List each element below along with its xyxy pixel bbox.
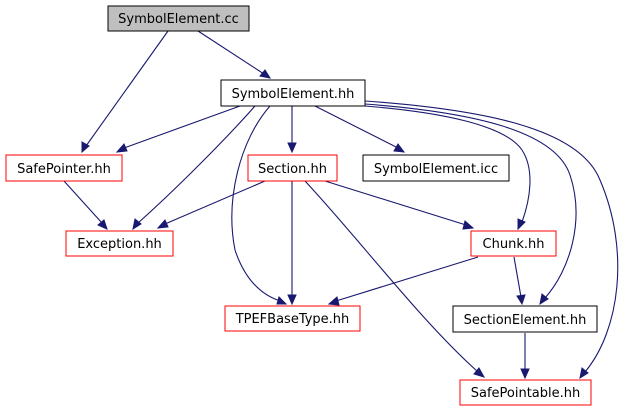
node-tpefbasetype-hh[interactable]: TPEFBaseType.hh bbox=[224, 305, 361, 332]
edge-section-hh-to-safepointable-hh bbox=[304, 180, 486, 378]
node-symbolelement-icc[interactable]: SymbolElement.icc bbox=[362, 154, 510, 182]
edge-symbolelement-hh-to-sectionelement-hh bbox=[364, 103, 577, 306]
edge-section-hh-to-exception-hh bbox=[156, 180, 266, 229]
edge-section-hh-to-chunk-hh bbox=[324, 180, 475, 230]
node-label: SymbolElement.hh bbox=[232, 87, 355, 102]
node-symbolelement-hh[interactable]: SymbolElement.hh bbox=[220, 79, 366, 107]
edge-symbolelement-hh-to-safepointable-hh bbox=[364, 100, 619, 380]
node-label: Chunk.hh bbox=[483, 237, 545, 252]
node-symbolelement-cc[interactable]: SymbolElement.cc bbox=[107, 5, 250, 32]
node-chunk-hh[interactable]: Chunk.hh bbox=[470, 230, 557, 257]
edge-chunk-hh-to-sectionelement-hh bbox=[513, 256, 526, 306]
edge-symbolelement-cc-to-safepointer-hh bbox=[81, 30, 169, 154]
node-sectionelement-hh[interactable]: SectionElement.hh bbox=[452, 305, 598, 333]
node-label: SafePointer.hh bbox=[17, 162, 111, 177]
node-section-hh[interactable]: Section.hh bbox=[247, 154, 338, 182]
node-safepointer-hh[interactable]: SafePointer.hh bbox=[5, 154, 123, 182]
edge-symbolelement-cc-to-symbolelement-hh bbox=[197, 30, 272, 79]
edge-symbolelement-hh-to-safepointer-hh bbox=[115, 105, 241, 153]
node-label: SafePointable.hh bbox=[471, 386, 581, 401]
edge-chunk-hh-to-tpefbasetype-hh bbox=[327, 256, 479, 306]
node-label: SymbolElement.icc bbox=[374, 162, 498, 177]
edge-symbolelement-hh-to-symbolelement-icc bbox=[314, 105, 406, 153]
edge-symbolelement-hh-to-exception-hh bbox=[132, 105, 256, 231]
edge-sectionelement-hh-to-safepointable-hh bbox=[520, 333, 530, 380]
node-exception-hh[interactable]: Exception.hh bbox=[65, 230, 174, 257]
node-label: TPEFBaseType.hh bbox=[235, 312, 350, 327]
node-label: SymbolElement.cc bbox=[118, 12, 239, 27]
edge-safepointer-hh-to-exception-hh bbox=[63, 180, 108, 230]
node-label: SectionElement.hh bbox=[464, 313, 587, 328]
edge-symbolelement-hh-to-tpefbasetype-hh bbox=[231, 105, 288, 305]
node-label: Section.hh bbox=[258, 162, 327, 177]
edge-symbolelement-hh-to-chunk-hh bbox=[364, 105, 531, 231]
node-label: Exception.hh bbox=[77, 237, 162, 252]
node-safepointable-hh[interactable]: SafePointable.hh bbox=[459, 379, 592, 406]
edge-section-hh-to-tpefbasetype-hh bbox=[287, 181, 297, 306]
edge-symbolelement-hh-to-section-hh bbox=[287, 106, 297, 154]
